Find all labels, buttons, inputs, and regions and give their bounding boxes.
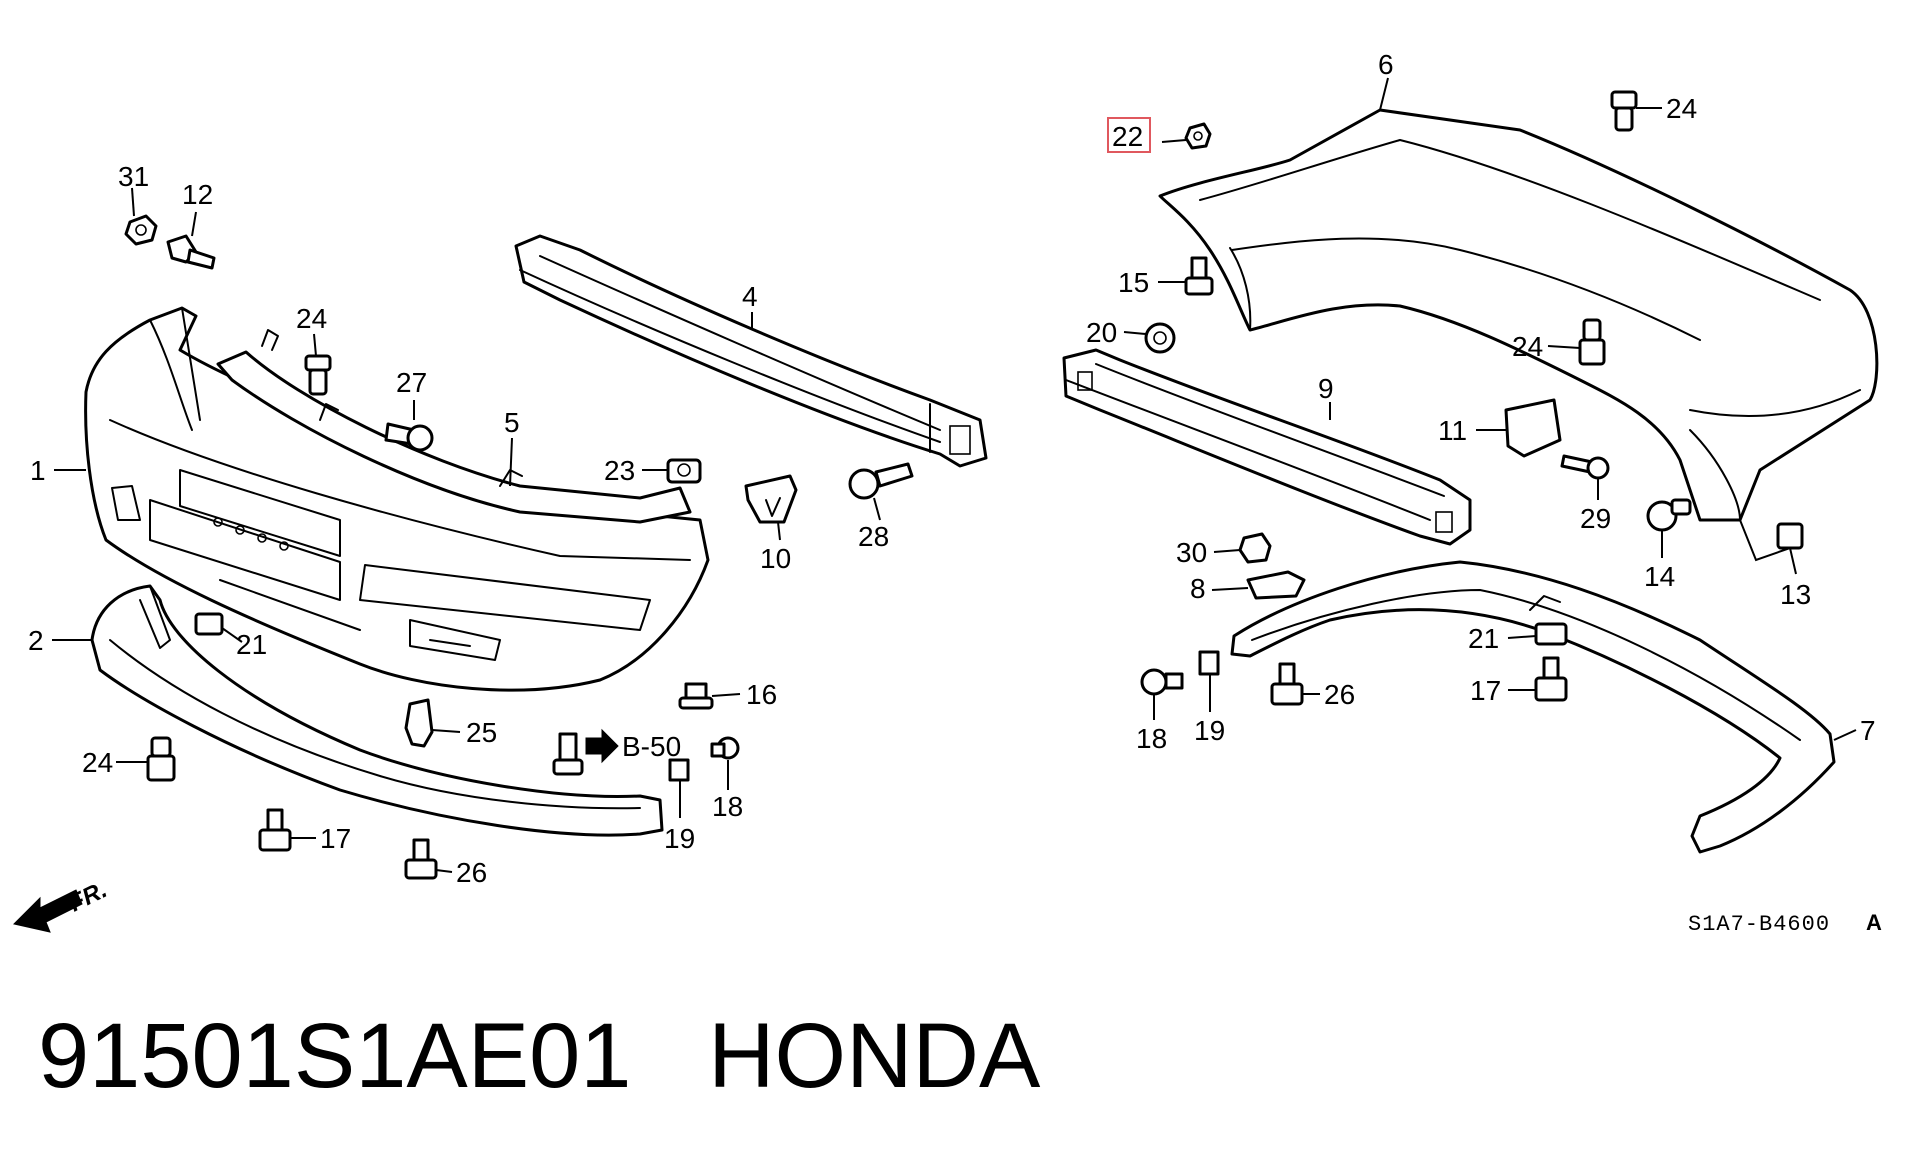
callout-12[interactable]: 12 [182,179,213,210]
callout-26[interactable]: 26 [456,857,487,888]
callout-19[interactable]: 19 [664,823,695,854]
callout-24[interactable]: 24 [82,747,113,778]
callout-2[interactable]: 2 [28,625,44,656]
bracket-10[interactable] [744,474,798,524]
callout-7[interactable]: 7 [1860,715,1876,746]
callout-26[interactable]: 26 [1324,679,1355,710]
callout-17[interactable]: 17 [320,823,351,854]
bracket-8[interactable] [1246,570,1306,600]
bolt-18-front[interactable] [710,736,740,760]
callout-23[interactable]: 23 [604,455,635,486]
clip-24-front-bottom[interactable] [146,736,176,782]
callout-8[interactable]: 8 [1190,573,1206,604]
bolt-28[interactable] [848,462,914,500]
clip-23[interactable] [666,458,702,484]
callout-5[interactable]: 5 [504,407,520,438]
nut-30[interactable] [1238,532,1272,564]
callout-17[interactable]: 17 [1470,675,1501,706]
nut-19-front[interactable] [668,758,690,782]
callout-31[interactable]: 31 [118,161,149,192]
clip-25[interactable] [404,698,434,748]
leader-lines [52,77,1857,873]
callout-24[interactable]: 24 [296,303,327,334]
callout-1[interactable]: 1 [30,455,46,486]
callout-24[interactable]: 24 [1666,93,1697,124]
callout-30[interactable]: 30 [1176,537,1207,568]
diagram-reference-suffix: A [1866,910,1882,935]
clip-24-rear-top[interactable] [1610,90,1638,132]
front-bumper-face[interactable] [84,306,710,692]
cross-ref-b50[interactable]: B-50 [622,731,681,762]
clip-14[interactable] [1646,498,1692,532]
callout-6[interactable]: 6 [1378,49,1394,80]
callout-28[interactable]: 28 [858,521,889,552]
callout-13[interactable]: 13 [1780,579,1811,610]
brand-name: HONDA [708,1005,1041,1107]
rear-reinforcement[interactable] [1062,348,1472,546]
front-arrow-label: FR. [65,876,112,917]
part-number: 91501S1AE01 [38,1005,632,1107]
nut-19-rear[interactable] [1198,650,1220,676]
bolt-18-rear[interactable] [1140,668,1184,696]
callout-4[interactable]: 4 [742,281,758,312]
rear-bumper-face[interactable] [1158,108,1879,522]
bolt-16[interactable] [678,682,714,710]
callout-22[interactable]: 22 [1112,121,1143,152]
callout-21[interactable]: 21 [236,629,267,660]
screw-29[interactable] [1560,454,1610,480]
front-arrow: FR. [13,876,112,933]
nut-22[interactable] [1184,122,1212,150]
diagram-reference-code: S1A7-B4600 [1688,912,1830,937]
bolt-17-front[interactable] [258,808,292,852]
nut-31[interactable] [124,214,158,246]
rear-lower-trim[interactable] [1230,560,1836,854]
callout-24[interactable]: 24 [1512,331,1543,362]
bracket-11[interactable] [1504,398,1562,458]
bolt-26-front[interactable] [404,838,438,880]
footer-caption: 91501S1AE01 HONDA [38,1010,1040,1102]
screw-12[interactable] [166,234,216,270]
callout-10[interactable]: 10 [760,543,791,574]
clip-21-front[interactable] [194,612,224,636]
nut-13[interactable] [1776,522,1804,550]
clip-21-rear[interactable] [1534,622,1568,646]
callout-16[interactable]: 16 [746,679,777,710]
callout-15[interactable]: 15 [1118,267,1149,298]
callout-25[interactable]: 25 [466,717,497,748]
clip-24-rear-mid[interactable] [1578,318,1606,366]
callout-11[interactable]: 11 [1438,415,1467,446]
callout-21[interactable]: 21 [1468,623,1499,654]
callout-14[interactable]: 14 [1644,561,1675,592]
callout-9[interactable]: 9 [1318,373,1334,404]
highlight-box [1107,117,1151,153]
bolt-26-rear[interactable] [1270,662,1304,706]
bolt-15[interactable] [1184,256,1214,296]
callout-18[interactable]: 18 [712,791,743,822]
clip-20[interactable] [1144,322,1176,354]
callout-labels: 31 12 24 27 5 4 1 23 10 28 2 21 16 25 24… [28,49,1876,888]
callout-18[interactable]: 18 [1136,723,1167,754]
clip-24-front-top[interactable] [304,354,332,396]
bolt-27[interactable] [384,422,434,452]
front-lower-spoiler[interactable] [90,584,664,837]
bolt-b50[interactable] [552,728,619,776]
bolt-17-rear[interactable] [1534,656,1568,702]
front-upper-beam[interactable] [216,329,692,524]
callout-29[interactable]: 29 [1580,503,1611,534]
callout-20[interactable]: 20 [1086,317,1117,348]
callout-19[interactable]: 19 [1194,715,1225,746]
front-reinforcement[interactable] [514,234,988,468]
callout-27[interactable]: 27 [396,367,427,398]
